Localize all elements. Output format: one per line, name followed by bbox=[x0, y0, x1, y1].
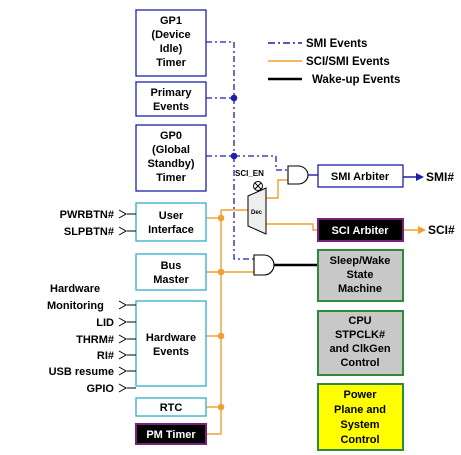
legend-wake-label: Wake-up Events bbox=[312, 74, 400, 86]
svg-text:Bus: Bus bbox=[161, 260, 182, 272]
smi-output-label: SMI# bbox=[426, 170, 454, 184]
cpu-stpclk-block: CPU STPCLK# and ClkGen Control bbox=[317, 310, 404, 376]
sci-en-label: SCI_EN bbox=[235, 169, 264, 178]
thrm-arrow bbox=[118, 334, 128, 344]
svg-text:Primary: Primary bbox=[151, 87, 193, 99]
thrm-label: THRM# bbox=[76, 334, 114, 346]
junction-primary bbox=[230, 94, 238, 102]
smi-vertical-bus bbox=[233, 156, 254, 260]
svg-text:Master: Master bbox=[153, 274, 189, 286]
hardware-monitoring-label-1: Hardware bbox=[50, 283, 100, 295]
junction-rtc bbox=[217, 403, 225, 411]
lid-label: LID bbox=[96, 317, 114, 329]
svg-text:Control: Control bbox=[340, 434, 379, 446]
legend-smi-label: SMI Events bbox=[306, 38, 367, 50]
pwrbtn-label: PWRBTN# bbox=[60, 209, 114, 221]
input-signals: PWRBTN# SLPBTN# Hardware Monitoring LID … bbox=[47, 209, 136, 395]
junction-hardware-events bbox=[217, 332, 225, 340]
gp0-wire bbox=[206, 155, 288, 171]
pm-timer-block: PM Timer bbox=[135, 423, 207, 445]
lid-arrow bbox=[118, 317, 128, 327]
ri-arrow bbox=[118, 350, 128, 360]
hw-monitoring-arrow bbox=[118, 300, 128, 310]
usb-resume-arrow bbox=[118, 366, 128, 376]
svg-text:Plane and: Plane and bbox=[334, 404, 386, 416]
svg-text:System: System bbox=[340, 419, 379, 431]
sci-wires bbox=[206, 179, 426, 435]
usb-resume-label: USB resume bbox=[49, 366, 114, 378]
svg-text:CPU: CPU bbox=[348, 315, 371, 327]
svg-text:Standby): Standby) bbox=[147, 158, 194, 170]
legend: SMI Events SCI/SMI Events Wake-up Events bbox=[268, 38, 400, 86]
decoder-label: Dec bbox=[251, 210, 263, 216]
sci-arbiter-wire bbox=[266, 223, 318, 231]
smi-and-gate bbox=[287, 165, 309, 185]
svg-text:and ClkGen: and ClkGen bbox=[329, 343, 390, 355]
primary-events-block: Primary Events bbox=[135, 81, 207, 117]
legend-sci-smi-label: SCI/SMI Events bbox=[306, 56, 390, 68]
gp1-wire bbox=[206, 41, 235, 156]
svg-text:Hardware: Hardware bbox=[146, 332, 196, 344]
sci-arbiter-block: SCI Arbiter bbox=[317, 218, 404, 242]
svg-text:Interface: Interface bbox=[148, 224, 194, 236]
gp0-timer-block: GP0 (Global Standby) Timer bbox=[135, 124, 207, 192]
svg-text:Idle): Idle) bbox=[160, 43, 183, 55]
hardware-events-block: Hardware Events bbox=[135, 300, 207, 387]
svg-text:Events: Events bbox=[153, 346, 189, 358]
svg-text:GP1: GP1 bbox=[160, 15, 182, 27]
svg-text:Timer: Timer bbox=[156, 57, 186, 69]
pwrbtn-arrow bbox=[118, 209, 128, 219]
smi-wires bbox=[206, 41, 288, 260]
bus-master-block: Bus Master bbox=[135, 253, 207, 291]
gpio-label: GPIO bbox=[86, 383, 114, 395]
svg-text:Machine: Machine bbox=[338, 283, 382, 295]
svg-text:Control: Control bbox=[340, 357, 379, 369]
power-plane-block: Power Plane and System Control bbox=[317, 383, 404, 451]
junction-gp0 bbox=[230, 152, 238, 160]
svg-text:Events: Events bbox=[153, 101, 189, 113]
decoder-to-and-wire bbox=[266, 179, 288, 199]
sleep-wake-state-machine-block: Sleep/Wake State Machine bbox=[317, 249, 404, 302]
gpio-arrow bbox=[118, 383, 128, 393]
ri-label: RI# bbox=[97, 350, 114, 362]
svg-text:User: User bbox=[159, 210, 184, 222]
decoder-mux bbox=[247, 187, 267, 235]
gp1-timer-block: GP1 (Device Idle) Timer bbox=[135, 9, 207, 77]
smi-arbiter-block: SMI Arbiter bbox=[317, 164, 404, 188]
pm-timer-wire bbox=[206, 407, 222, 435]
sci-output-label: SCI# bbox=[428, 223, 455, 237]
hardware-monitoring-label-2: Monitoring bbox=[47, 300, 104, 312]
slpbtn-label: SLPBTN# bbox=[64, 226, 114, 238]
svg-text:(Global: (Global bbox=[152, 144, 190, 156]
slpbtn-arrow bbox=[118, 226, 128, 236]
svg-text:STPCLK#: STPCLK# bbox=[335, 329, 385, 341]
svg-text:RTC: RTC bbox=[160, 402, 183, 414]
svg-text:Power: Power bbox=[343, 389, 377, 401]
svg-text:GP0: GP0 bbox=[160, 130, 182, 142]
junction-bus-master bbox=[217, 268, 225, 276]
svg-text:PM Timer: PM Timer bbox=[146, 429, 196, 441]
svg-text:SMI Arbiter: SMI Arbiter bbox=[331, 171, 390, 183]
svg-text:Sleep/Wake: Sleep/Wake bbox=[330, 255, 391, 267]
smi-output-arrow bbox=[416, 173, 424, 181]
svg-text:SCI Arbiter: SCI Arbiter bbox=[331, 225, 389, 237]
junction-ui bbox=[217, 214, 225, 222]
rtc-block: RTC bbox=[135, 397, 207, 417]
user-interface-block: User Interface bbox=[135, 202, 207, 242]
sci-output-arrow bbox=[418, 226, 426, 234]
wake-and-gate bbox=[253, 254, 275, 276]
svg-text:Timer: Timer bbox=[156, 172, 186, 184]
svg-text:State: State bbox=[347, 269, 374, 281]
svg-text:(Device: (Device bbox=[151, 29, 190, 41]
